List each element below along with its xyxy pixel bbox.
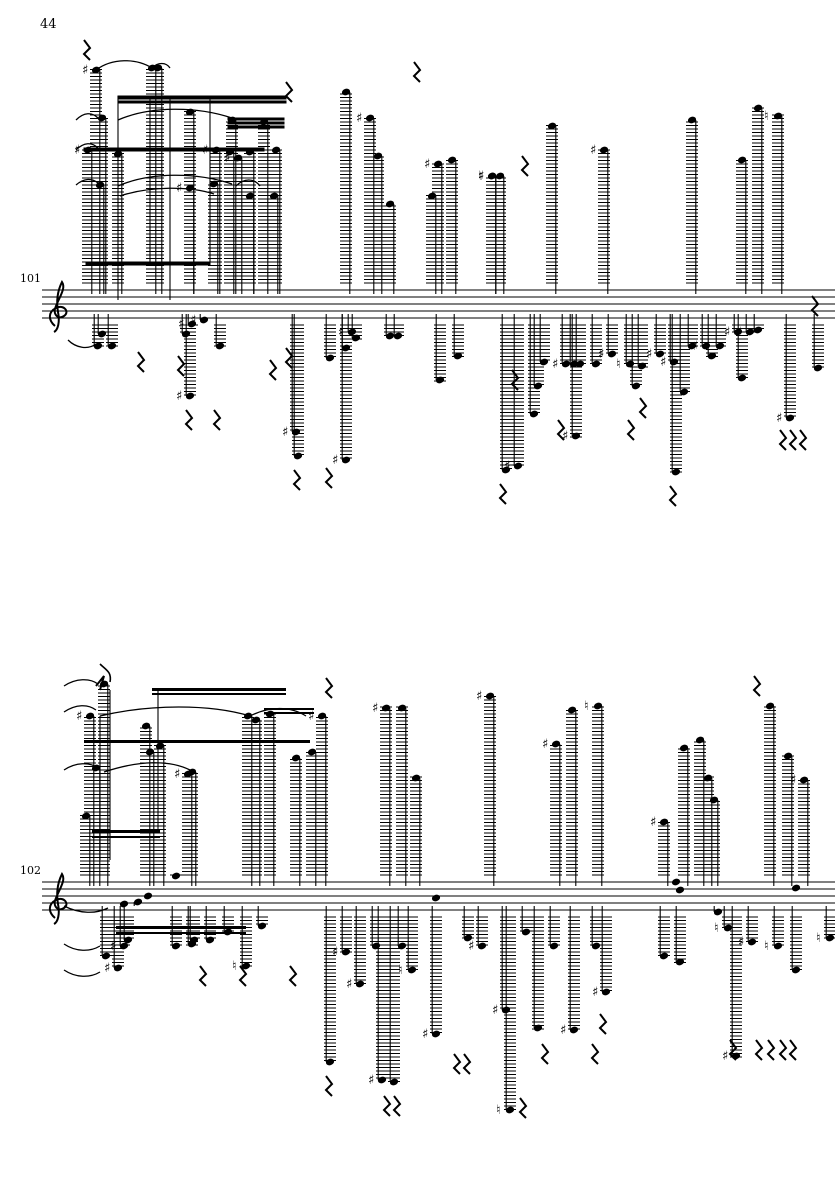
sharp-icon: ♯ [738,935,744,950]
sharp-icon: ♯ [562,429,568,444]
beams [84,688,314,934]
sharp-icon: ♯ [592,985,598,1000]
sharp-icon: ♯ [736,325,742,340]
note: ♯ [174,767,194,876]
staff-system-101: ♯♯♯♯♯♯♮♯♯♮♯ ♯♯♯♯♯♯♯♯♯♯♮♯♯♯♯♯♯ [42,39,835,507]
sharp-icon: ♮ [232,959,237,974]
note: ♯ [372,701,392,876]
sharp-icon: ♯ [468,939,474,954]
sharp-icon: ♮ [584,699,589,714]
sharp-icon: ♯ [722,1049,728,1064]
sharp-icon: ♯ [692,339,698,354]
sharp-icon: ♯ [82,63,88,78]
sharp-icon: ♯ [110,939,116,954]
rests [95,675,798,1119]
sharp-icon: ♮ [764,109,769,124]
note [431,894,441,902]
sharp-icon: ♯ [346,977,352,992]
sharp-icon: ♯ [190,313,196,328]
sharp-icon: ♯ [560,1023,566,1038]
note [119,900,129,908]
note [713,908,723,916]
sharp-icon: ♯ [776,411,782,426]
sharp-icon: ♯ [590,143,596,158]
sharp-icon: ♯ [174,767,180,782]
sharp-icon: ♯ [504,459,510,474]
note [674,916,686,966]
sharp-icon: ♯ [76,709,82,724]
note: ♯ [356,111,376,284]
note: ♮ [584,699,604,876]
ties [67,60,261,349]
sharp-icon: ♯ [790,773,796,788]
sharp-icon: ♯ [332,945,338,960]
sharp-icon: ♯ [224,151,230,166]
measure-number-101: 101 [20,272,41,285]
sharp-icon: ♯ [424,157,430,172]
lower-notes: ♯♯♮♯♯♯♮♯♯♯♮♯♯♮♯♯♮♮ [100,898,835,1118]
sharp-icon: ♯ [724,325,730,340]
sharp-icon: ♯ [660,355,666,370]
sharp-icon: ♯ [178,317,184,332]
page-number: 44 [40,17,57,32]
note: ♯ [176,181,196,284]
note: ♮ [764,916,784,954]
note [675,886,685,894]
sharp-icon: ♯ [542,737,548,752]
sharp-icon: ♯ [552,357,558,372]
beams [83,95,287,266]
lower-notes: ♯♯♯♯♯♯♯♯♯♯♮♯♯♯♯♯♯ [92,313,824,476]
staff-lines [42,881,835,911]
sharp-icon: ♯ [372,701,378,716]
sharp-icon: ♯ [422,1027,428,1042]
sharp-icon: ♮ [496,1103,501,1118]
sharp-icon: ♯ [176,389,182,404]
treble-clef-icon [48,872,68,925]
sharp-icon: ♯ [598,347,604,362]
sharp-icon: ♮ [816,931,821,946]
sharp-icon: ♯ [478,169,484,184]
ties [63,679,307,977]
note: ♯ [190,313,209,328]
note: ♯ [476,689,496,876]
sharp-icon: ♯ [356,111,362,126]
note [143,892,153,900]
sharp-icon: ♮ [398,963,403,978]
sharp-icon: ♯ [492,1003,498,1018]
sharp-icon: ♮ [616,357,621,372]
note: ♯ [542,737,562,876]
note [791,884,801,892]
sharp-icon: ♯ [332,453,338,468]
eighth-flag [99,663,112,683]
upper-notes: ♯ ♯ ♯ ♯ ♯ ♯ ♮ ♯ ♯ [76,680,810,908]
note [170,872,182,880]
sharp-icon: ♯ [646,347,652,362]
treble-clef-icon [48,280,68,333]
note: ♯ [790,773,810,876]
sharp-icon: ♯ [308,709,314,724]
note: ♮ [816,916,835,946]
sharp-icon: ♯ [282,425,288,440]
rests [82,39,820,507]
note [671,878,681,886]
note: ♮ [764,109,784,284]
note [242,712,254,876]
note: ♯ [650,815,670,876]
sharp-icon: ♯ [650,815,656,830]
sharp-icon: ♮ [764,939,769,954]
sharp-icon: ♮ [714,921,719,936]
note: ♯ [590,143,610,284]
sharp-icon: ♯ [476,689,482,704]
measure-number-102: 102 [20,864,41,877]
sharp-icon: ♮ [478,169,483,184]
sharp-icon: ♯ [368,1073,374,1088]
staff-system-102: ♯♯♯♯♯♯♮♯♯ ♯♯♮♯♯♯♮♯♯♯♮♯♯♮♯♯♮♮ [42,663,835,1119]
note [133,898,143,906]
sharp-icon: ♯ [74,143,80,158]
sharp-icon: ♯ [104,961,110,976]
staff-lines [42,289,835,319]
